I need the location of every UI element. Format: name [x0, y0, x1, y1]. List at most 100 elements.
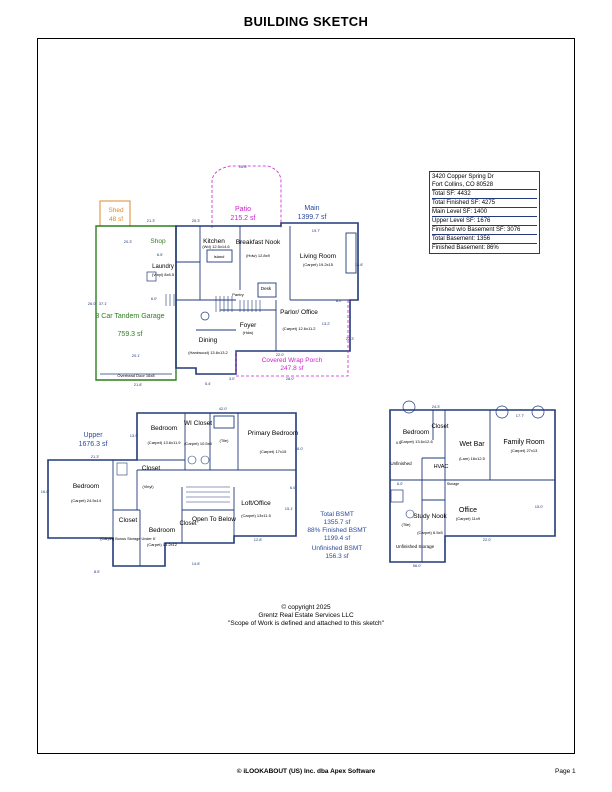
hvac-label: HVAC: [434, 464, 449, 470]
dim-label: 12.8': [254, 537, 263, 542]
shop-label: Shop: [150, 238, 166, 245]
bonus-storage-label: (Carpet) Bonus Storage Under 6': [100, 537, 156, 541]
dim-label: 6.0': [290, 485, 297, 490]
dim-label: 21.8': [134, 382, 143, 387]
basement-tile-label: (Tile): [402, 522, 412, 527]
bsmt-summary-0: Total BSMT: [320, 511, 354, 518]
toilet-icon: [200, 311, 210, 321]
info-line: Total Basement: 1356: [432, 235, 537, 244]
upper-bedroom2-label: Bedroom: [73, 483, 99, 490]
sketch-frame: [37, 38, 575, 754]
address-line2: Fort Collins, CO 80528: [432, 181, 537, 190]
basement-interior-walls: [390, 410, 555, 562]
upper-bedroom2-detail: (Carpet) 24.5x14: [71, 498, 102, 503]
upper-closet2-label: Closet: [119, 517, 138, 524]
unfinished-storage-label: Unfinished Storage: [396, 544, 435, 549]
family-room-detail: (Carpet) 27x13: [511, 448, 538, 453]
shed-label: Shed: [108, 207, 124, 214]
bsmt-summary-1: 1355.7 sf: [324, 519, 351, 526]
mechanical-icon: [390, 489, 404, 503]
dim-label: 20.3': [124, 239, 133, 244]
upper-bedroom1-label: Bedroom: [151, 425, 177, 432]
dim-label: 25.3': [192, 218, 201, 223]
dim-label: 37.1': [99, 301, 108, 306]
shed-area: 48 sf: [109, 216, 123, 223]
unfinished-label: Unfinished: [390, 461, 412, 466]
main-house-outline: [175, 222, 359, 375]
parlor-label: Parlor/ Office: [280, 309, 318, 316]
dim-label: 56.0': [413, 563, 422, 568]
dim-label: 8.5': [396, 440, 403, 445]
patio-label: Patio: [235, 206, 251, 213]
dim-label: 8.0': [336, 298, 343, 303]
dim-label: 13.9': [130, 433, 139, 438]
garage-label: 3 Car Tandem Garage: [95, 313, 164, 320]
breakfast-label: Breakfast Nook: [236, 239, 281, 246]
dim-label: 22.0': [483, 537, 492, 542]
page-number: Page 1: [555, 768, 576, 775]
upper-sink-icon: [200, 455, 210, 465]
copyright-block: © copyright 2025 Grentz Real Estate Serv…: [0, 604, 612, 628]
dim-label: 24.3': [432, 404, 441, 409]
basement-closet-label: Closet: [431, 424, 448, 430]
basement-bedroom-label: Bedroom: [403, 429, 429, 436]
info-line: Main Level SF: 1400: [432, 208, 537, 217]
main-stairs-icon: [165, 294, 261, 312]
dimension-labels: 16.8' 21.3' 25.3' 19.7' 8.0' 20.3' 26.0'…: [41, 164, 544, 574]
copyright-line: © copyright 2025: [281, 604, 331, 611]
patio-outline: [211, 165, 282, 228]
dim-label: 21.3': [91, 454, 100, 459]
upper-closet3-label: Closet: [179, 521, 196, 527]
breakfast-detail: (Hdw) 12.8x9: [246, 253, 271, 258]
patio-area: 215.2 sf: [231, 215, 256, 222]
living-detail: (Carpet) 19.2x15: [303, 262, 334, 267]
main-interior-walls: [176, 226, 357, 351]
upper-bedroom1-detail: (Carpet) 13.6x11.9: [147, 440, 181, 445]
dim-label: 16.8': [41, 489, 50, 494]
dim-label: 22.3': [346, 336, 355, 341]
basement-bedroom-detail: (Carpet) 13.6x12.6: [399, 439, 433, 444]
basement-office-label: Office: [459, 507, 477, 514]
dim-label: 6.5': [157, 252, 164, 257]
dim-label: 3.0': [229, 376, 236, 381]
page-title: BUILDING SKETCH: [243, 14, 369, 29]
upper-level-area: 1676.3 sf: [79, 441, 108, 448]
garage-outline: [95, 225, 177, 381]
window-well-icon: [531, 405, 545, 419]
wet-bar-label: Wet Bar: [459, 441, 485, 448]
upper-closet-mark: [116, 462, 128, 476]
storage-label: Storage: [447, 482, 459, 486]
wi-closet-detail: (Carpet) 10.5x5: [184, 441, 213, 446]
upper-interior-walls: [112, 413, 296, 566]
dim-label: 18.0': [295, 446, 304, 451]
window-well-icon: [495, 405, 509, 419]
upper-bedroom3-detail: (Carpet) 13.2x12: [147, 542, 178, 547]
island-label: Island: [214, 254, 225, 259]
study-nook-detail: (Carpet) 6.5x5: [417, 530, 443, 535]
dining-detail: (Hardwood) 13.6x13.2: [188, 350, 228, 355]
upper-tile-label: (Tile): [220, 438, 230, 443]
upper-stairs-icon: [186, 486, 230, 503]
dim-label: 15.1': [285, 506, 294, 511]
pantry-label: Pantry: [232, 292, 244, 297]
dim-label: 28.0': [286, 376, 295, 381]
dim-label: 26.0': [88, 301, 97, 306]
upper-level-title: Upper: [83, 432, 103, 439]
foyer-label: Foyer: [240, 322, 257, 329]
dim-label: 19.7': [312, 228, 321, 233]
dim-label: 15.0': [535, 504, 544, 509]
loft-detail: (Carpet) 13x11.5: [241, 513, 271, 518]
dim-label: 5.4': [205, 381, 212, 386]
basement-office-detail: (Carpet) 11x9: [456, 516, 481, 521]
dim-label: 14.8': [192, 561, 201, 566]
wet-bar-detail: (Lam) 16x12.5: [459, 456, 486, 461]
basement-toilet-icon: [405, 509, 415, 519]
dim-label: 6.0': [151, 296, 158, 301]
dim-label: 6.0': [397, 481, 404, 486]
upper-toilet-icon: [187, 455, 197, 465]
dim-label: 17.7': [516, 413, 525, 418]
loft-label: Loft/Office: [241, 500, 271, 507]
parlor-detail: (Carpet) 12.6x11.2: [282, 326, 316, 331]
primary-bedroom-detail: (Carpet) 17x15: [260, 449, 287, 454]
